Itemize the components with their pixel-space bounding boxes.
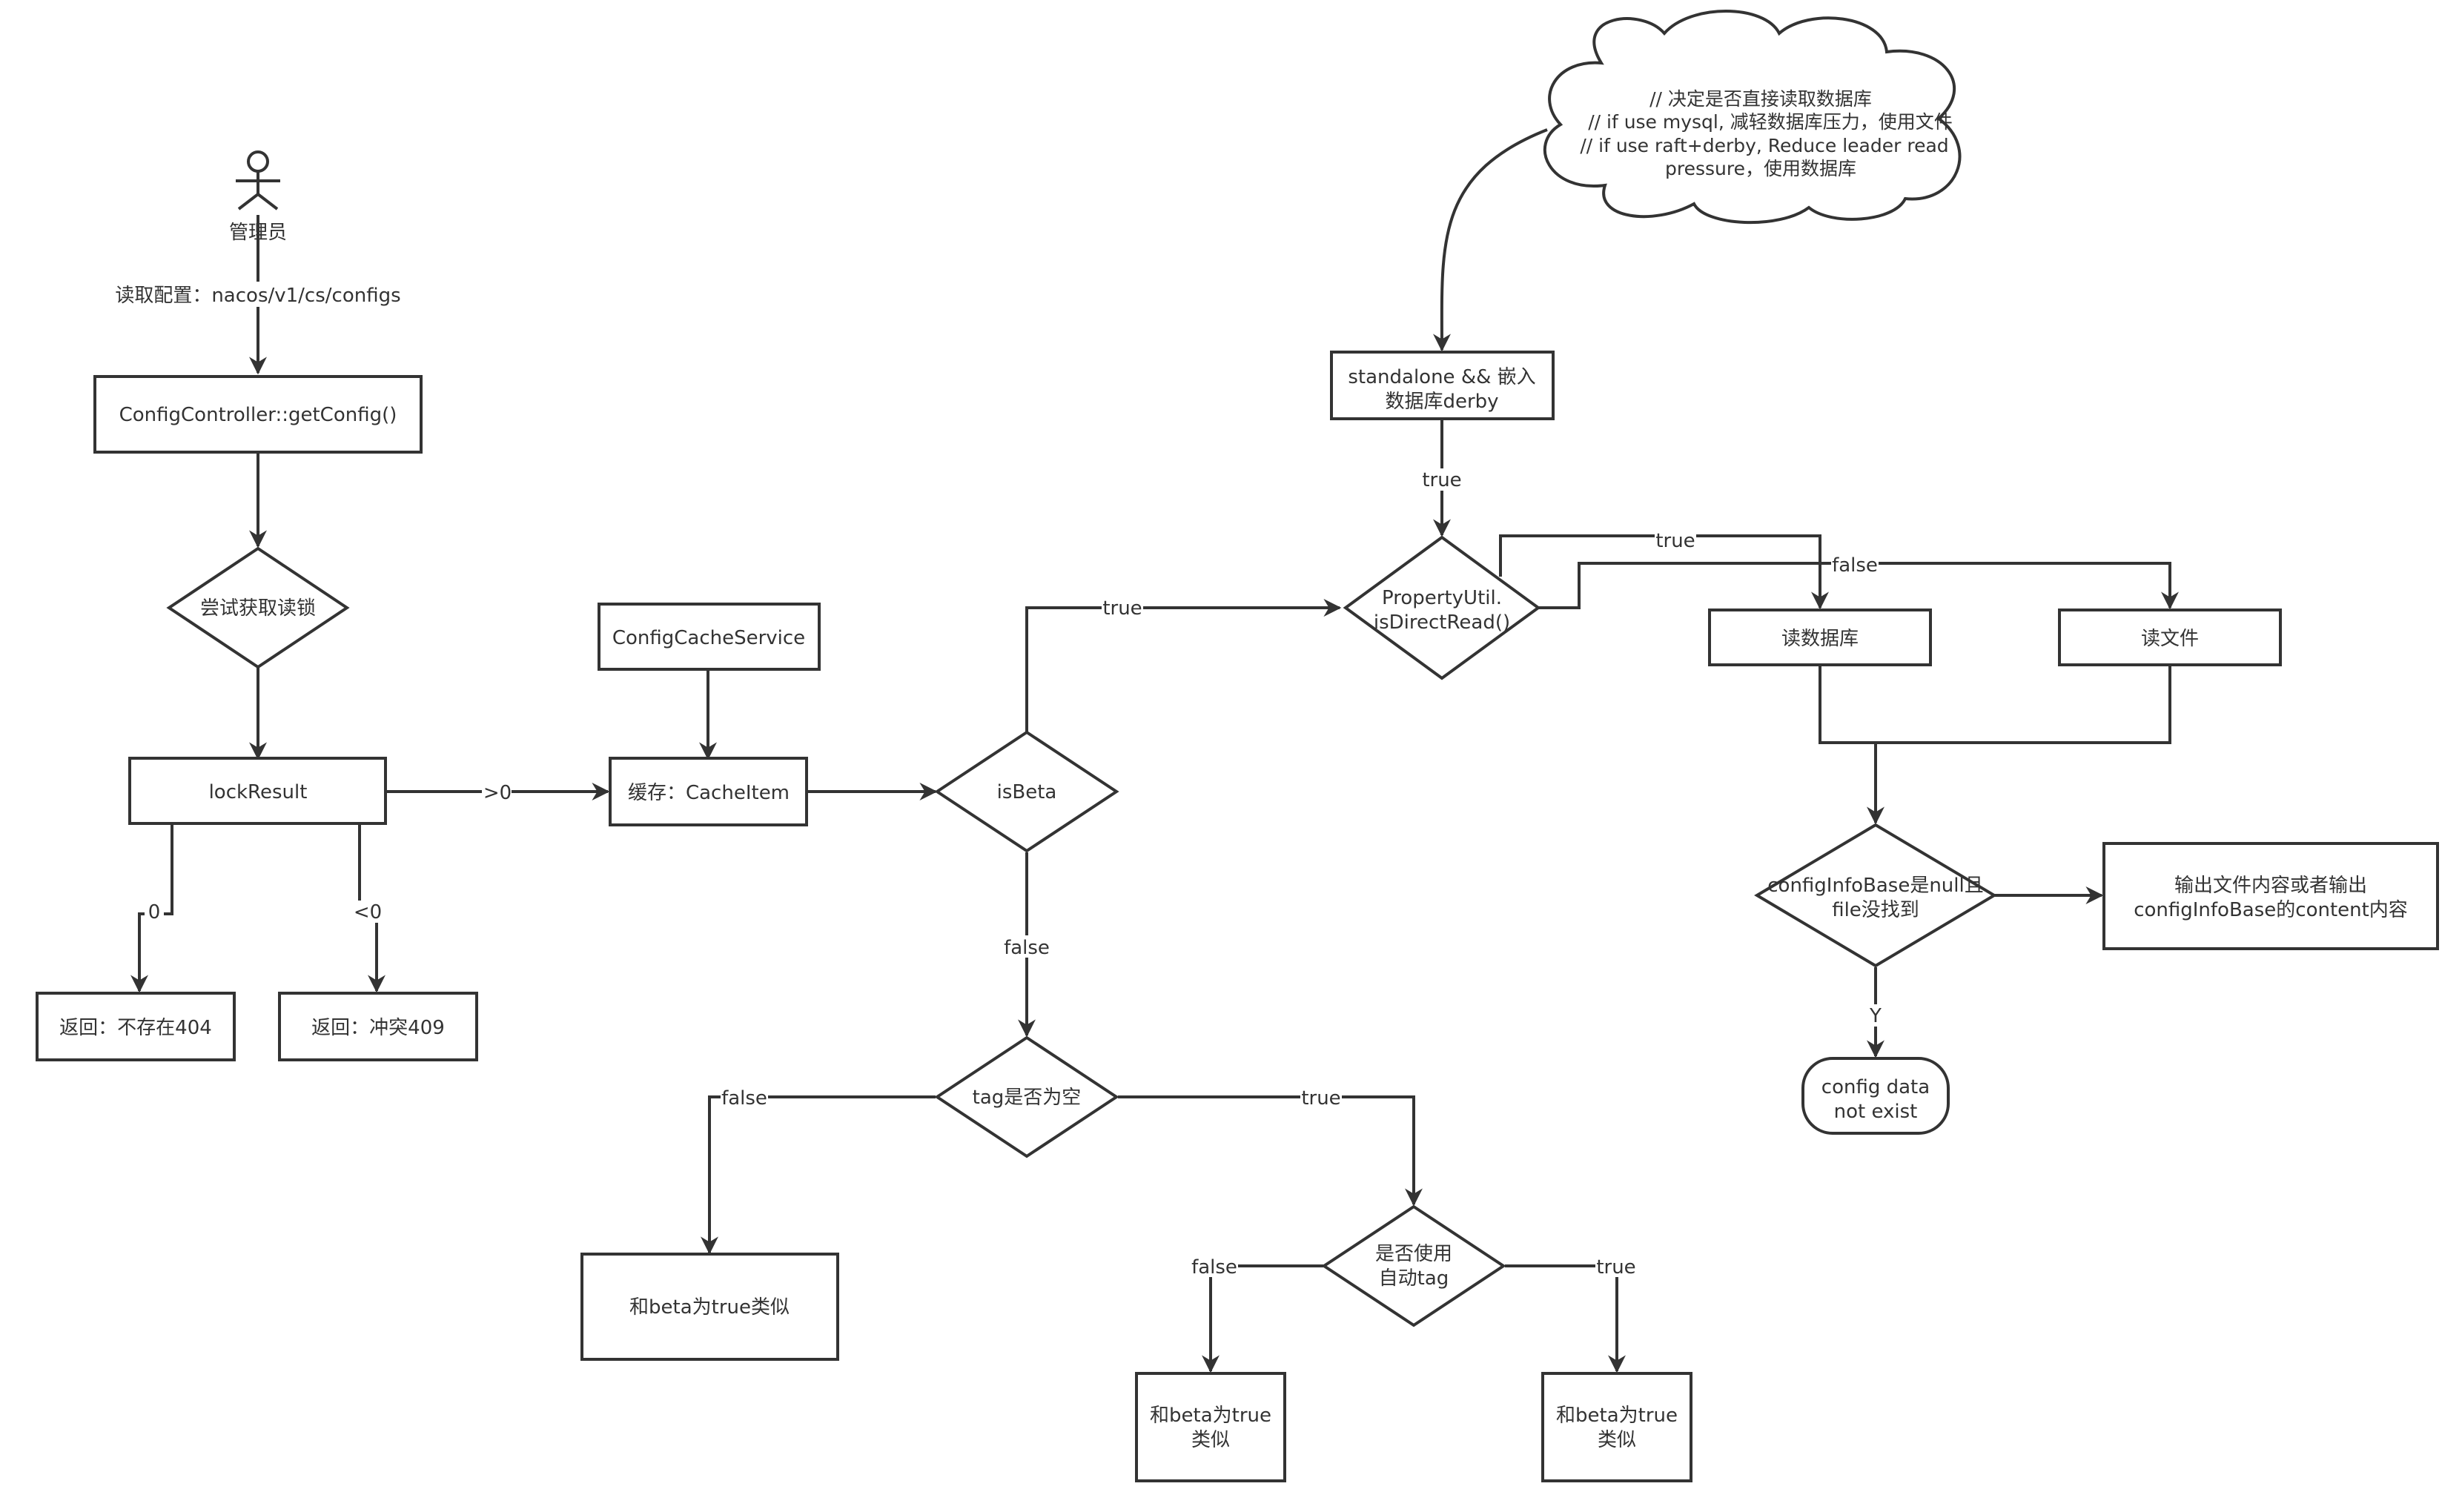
edge-directread-readfile bbox=[1538, 562, 2179, 610]
node-cacheitem: 缓存：CacheItem bbox=[609, 757, 808, 826]
node-isbeta-label: isBeta bbox=[997, 781, 1057, 803]
edge-label-tag-true: true bbox=[1301, 1087, 1340, 1110]
node-isbeta: isBeta bbox=[934, 730, 1119, 853]
node-standalone-label-1: standalone && 嵌入 bbox=[1348, 366, 1535, 388]
node-direct-read-label-2: isDirectRead() bbox=[1374, 611, 1510, 634]
edge-label-gt0: >0 bbox=[483, 782, 512, 804]
node-tag-empty: tag是否为空 bbox=[934, 1035, 1119, 1158]
node-output-label-1: 输出文件内容或者输出 bbox=[2174, 875, 2367, 897]
edge-label-tag-false: false bbox=[721, 1087, 767, 1110]
node-config-null: configInfoBase是null且 file没找到 bbox=[1754, 823, 1997, 968]
node-trylock: 尝试获取读锁 bbox=[166, 546, 350, 669]
edge-tagempty-autotag bbox=[1118, 1095, 1423, 1207]
node-comment-cloud: // 决定是否直接读取数据库 // if use mysql, 减轻数据库压力，… bbox=[1543, 10, 1962, 225]
node-not-exist: config data not exist bbox=[1801, 1057, 1950, 1135]
edge-labels: 读取配置：nacos/v1/cs/configs >0 0 <0 true fa… bbox=[111, 282, 1886, 1279]
cloud-line-2: // if use mysql, 减轻数据库压力，使用文件 bbox=[1588, 111, 1953, 133]
edge-label-eq0: 0 bbox=[148, 901, 161, 924]
edge-label-beta-true: true bbox=[1102, 597, 1142, 620]
edge-label-lt0: <0 bbox=[354, 901, 382, 924]
node-output-label-2: configInfoBase的content内容 bbox=[2134, 899, 2408, 921]
cloud-line-4: pressure，使用数据库 bbox=[1665, 158, 1856, 179]
node-cacheservice-label: ConfigCacheService bbox=[612, 627, 805, 649]
node-trylock-label: 尝试获取读锁 bbox=[200, 597, 316, 620]
edge-label-beta-false: false bbox=[1004, 937, 1050, 959]
node-lockresult-label: lockResult bbox=[209, 781, 308, 803]
node-return-404-label: 返回：不存在404 bbox=[59, 1017, 212, 1039]
node-not-exist-label-1: config data bbox=[1821, 1076, 1930, 1098]
node-read-db: 读数据库 bbox=[1708, 609, 1932, 666]
node-read-file-label: 读文件 bbox=[2141, 628, 2199, 650]
node-cacheservice: ConfigCacheService bbox=[598, 603, 821, 671]
node-config-null-label-1: configInfoBase是null且 bbox=[1767, 875, 1984, 897]
node-beta-similar-3-label-2: 类似 bbox=[1598, 1429, 1636, 1451]
node-direct-read: PropertyUtil. isDirectRead() bbox=[1343, 535, 1541, 680]
edge-autotag-betasimilar3 bbox=[1505, 1264, 1626, 1373]
node-tag-empty-label: tag是否为空 bbox=[973, 1087, 1082, 1109]
node-config-null-label-2: file没找到 bbox=[1832, 899, 1919, 921]
node-beta-similar-1-label: 和beta为true类似 bbox=[629, 1296, 790, 1319]
edges bbox=[130, 128, 2179, 1373]
node-beta-similar-2-label-2: 类似 bbox=[1191, 1429, 1230, 1451]
node-getconfig-label: ConfigController::getConfig() bbox=[119, 404, 397, 426]
node-not-exist-label-2: not exist bbox=[1834, 1101, 1918, 1123]
node-return-409-label: 返回：冲突409 bbox=[311, 1017, 445, 1039]
node-auto-tag-label-1: 是否使用 bbox=[1375, 1243, 1452, 1265]
node-beta-similar-2: 和beta为true 类似 bbox=[1135, 1372, 1286, 1482]
node-read-db-label: 读数据库 bbox=[1781, 628, 1859, 650]
node-cacheitem-label: 缓存：CacheItem bbox=[628, 782, 790, 804]
edge-autotag-betasimilar2 bbox=[1202, 1264, 1323, 1373]
edge-cloud-standalone bbox=[1432, 128, 1548, 352]
cloud-line-3: // if use raft+derby, Reduce leader read bbox=[1580, 135, 1948, 156]
edge-label-read-config: 读取配置：nacos/v1/cs/configs bbox=[115, 285, 400, 307]
edge-tagempty-betasimilar1 bbox=[701, 1095, 936, 1255]
edge-isbeta-directread bbox=[1025, 599, 1342, 732]
admin-actor-icon bbox=[236, 150, 280, 210]
node-direct-read-label-1: PropertyUtil. bbox=[1382, 587, 1502, 609]
node-beta-similar-2-label-1: 和beta为true bbox=[1150, 1405, 1271, 1427]
node-getconfig: ConfigController::getConfig() bbox=[93, 375, 423, 454]
node-auto-tag: 是否使用 自动tag bbox=[1321, 1204, 1506, 1327]
node-beta-similar-3-label-1: 和beta为true bbox=[1556, 1405, 1678, 1427]
cloud-line-1: // 决定是否直接读取数据库 bbox=[1649, 88, 1872, 110]
node-return-409: 返回：冲突409 bbox=[278, 992, 478, 1061]
node-beta-similar-1: 和beta为true类似 bbox=[580, 1253, 839, 1361]
node-read-file: 读文件 bbox=[2058, 609, 2282, 666]
node-output: 输出文件内容或者输出 configInfoBase的content内容 bbox=[2102, 842, 2439, 950]
edge-label-standalone-true: true bbox=[1422, 469, 1461, 491]
edge-label-direct-true: true bbox=[1655, 530, 1695, 552]
edge-label-auto-true: true bbox=[1596, 1256, 1635, 1279]
node-return-404: 返回：不存在404 bbox=[36, 992, 236, 1061]
node-auto-tag-label-2: 自动tag bbox=[1379, 1267, 1449, 1290]
edge-merge-reads bbox=[1819, 665, 2171, 744]
node-lockresult: lockResult bbox=[128, 757, 387, 825]
node-standalone: standalone && 嵌入 数据库derby bbox=[1330, 351, 1555, 420]
node-beta-similar-3: 和beta为true 类似 bbox=[1541, 1372, 1692, 1482]
edge-label-auto-false: false bbox=[1191, 1256, 1237, 1279]
edge-label-direct-false: false bbox=[1832, 554, 1878, 577]
node-standalone-label-2: 数据库derby bbox=[1385, 391, 1498, 413]
edge-label-null-y: Y bbox=[1869, 1005, 1882, 1027]
